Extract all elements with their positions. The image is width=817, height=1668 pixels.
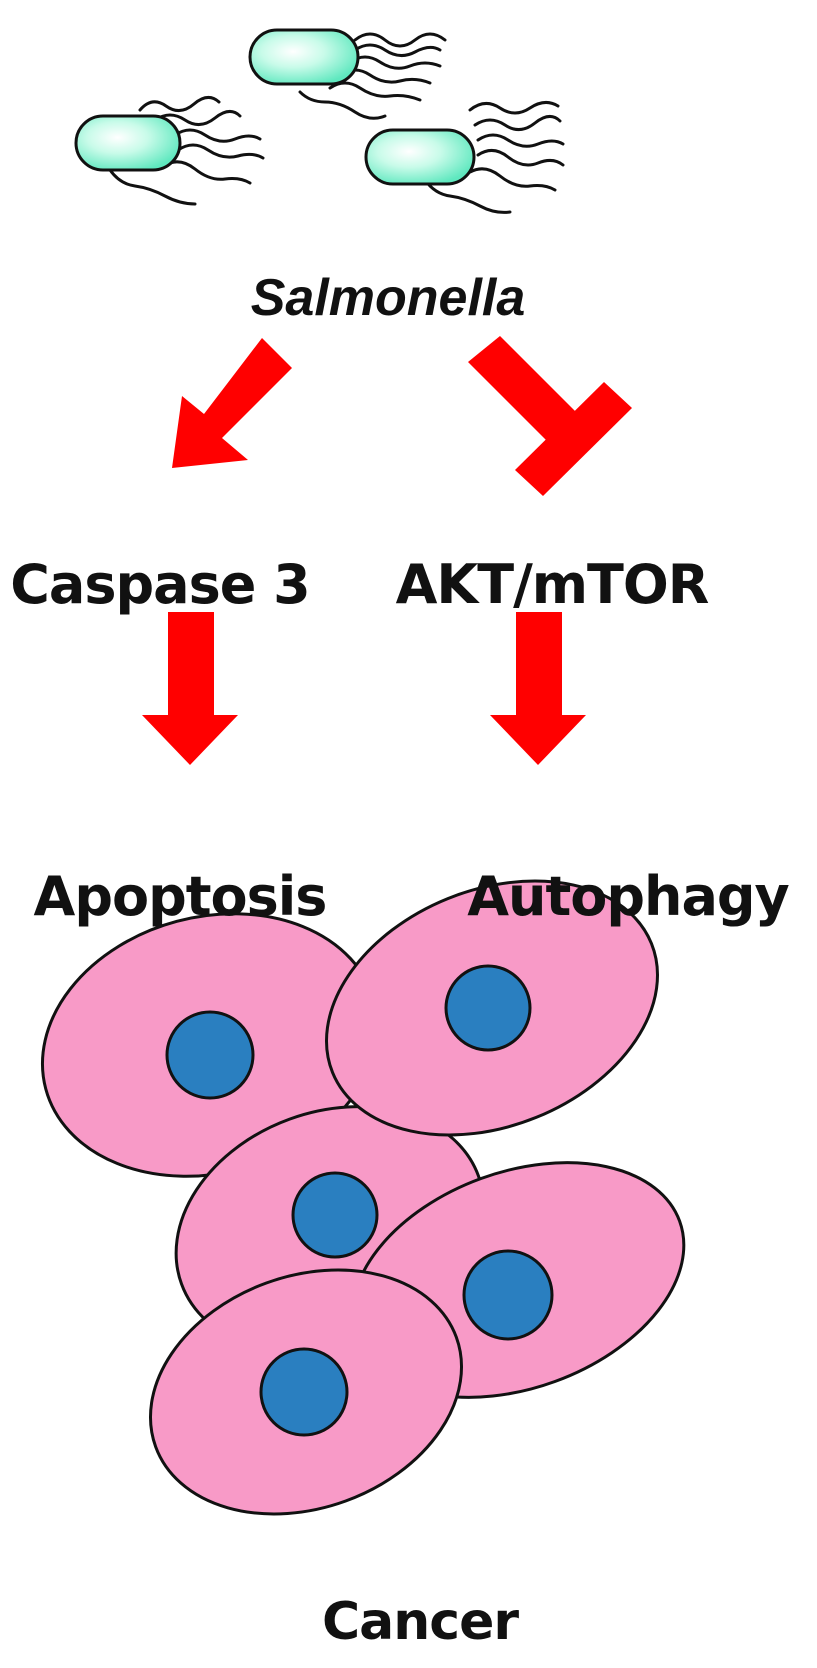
autophagy-label: Autophagy xyxy=(467,865,790,928)
cancer-cell-icon xyxy=(40,912,380,1178)
down-arrow-icon xyxy=(490,612,586,765)
caspase3-label: Caspase 3 xyxy=(10,553,310,616)
bacterium-icon xyxy=(364,101,565,214)
inhibition-tbar-icon xyxy=(468,336,632,496)
cancer-label: Cancer xyxy=(321,1592,519,1652)
organism-label: Salmonella xyxy=(250,269,526,327)
bacterium-icon xyxy=(248,28,447,120)
bacterium-icon xyxy=(74,96,265,206)
bacteria-group xyxy=(74,28,565,214)
cancer-cell-icon xyxy=(325,879,659,1137)
cancer-cells-group xyxy=(40,879,686,1516)
activation-arrow-icon xyxy=(172,338,292,468)
down-arrow-icon xyxy=(142,612,238,765)
cancer-cell-icon xyxy=(149,1268,463,1516)
apoptosis-label: Apoptosis xyxy=(33,865,328,928)
akt-mtor-label: AKT/mTOR xyxy=(395,553,710,616)
